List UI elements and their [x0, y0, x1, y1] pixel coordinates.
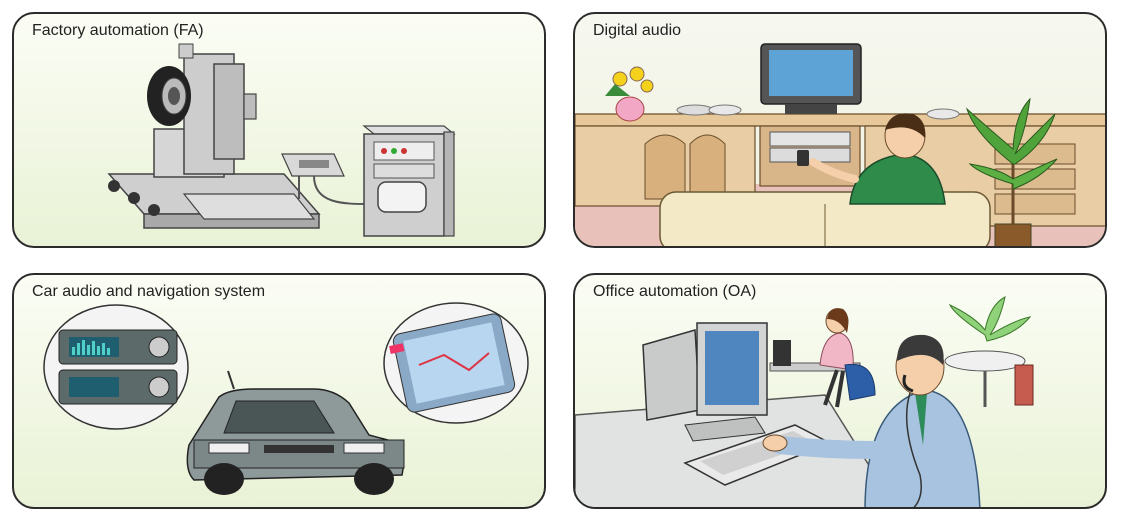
car-illustration: [43, 302, 529, 495]
flower-vase-icon: [605, 66, 654, 122]
navigation-screen-icon: [383, 302, 529, 424]
car-stereo-icon: [43, 304, 189, 430]
panel-factory-automation: Factory automation (FA): [12, 12, 546, 248]
living-room-illustration: [575, 43, 1105, 246]
panel-digital-audio: Digital audio: [573, 12, 1107, 248]
panel-car-audio-navigation: Car audio and navigation system: [12, 273, 546, 509]
panel-title: Car audio and navigation system: [32, 283, 266, 300]
woman-at-desk-icon: [769, 308, 876, 408]
office-illustration: [575, 296, 1034, 507]
man-on-sofa-icon: [797, 113, 946, 205]
panel-title: Digital audio: [593, 22, 682, 39]
milling-machine-icon: [107, 43, 370, 229]
sofa: [659, 191, 991, 246]
control-cabinet-icon: [362, 125, 456, 237]
car-icon: [186, 370, 405, 495]
businessman-phone-icon: [762, 334, 981, 507]
panel-title: Office automation (OA): [593, 283, 757, 300]
computer-monitor-icon: [642, 322, 768, 442]
plant-icon: [944, 296, 1034, 407]
factory-illustration: [107, 43, 456, 237]
television-icon: [760, 43, 862, 114]
panel-office-automation: Office automation (OA): [573, 273, 1107, 509]
plant-icon: [965, 97, 1058, 246]
panel-title: Factory automation (FA): [32, 22, 204, 39]
